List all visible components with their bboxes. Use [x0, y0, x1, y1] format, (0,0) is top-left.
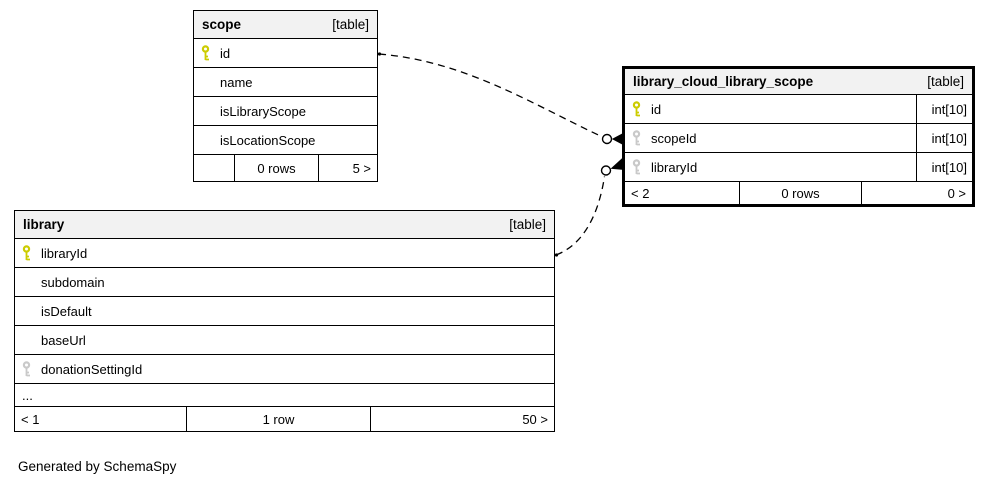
column-row-libraryId: libraryId int[10]	[625, 153, 972, 182]
connector-library-to-lcls	[554, 158, 622, 257]
foreign-key-icon	[22, 361, 41, 377]
column-row-isDefault: isDefault	[15, 297, 554, 326]
column-type: int[10]	[916, 95, 972, 123]
table-scope[interactable]: scope [table] id name isLibraryScope isL…	[193, 10, 378, 182]
footer-children-count: 50 >	[522, 411, 548, 427]
column-name: isLocationScope	[220, 132, 316, 148]
table-type-badge: [table]	[927, 74, 964, 89]
primary-key-icon	[22, 245, 41, 261]
table-name: library_cloud_library_scope	[633, 74, 814, 89]
column-name: isLibraryScope	[220, 103, 306, 119]
table-library[interactable]: library [table] libraryId subdomain isDe…	[14, 210, 555, 432]
column-type: int[10]	[916, 153, 972, 181]
table-header[interactable]: scope [table]	[194, 11, 377, 39]
table-footer: < 2 0 rows 0 >	[625, 182, 972, 204]
column-name: libraryId	[651, 159, 698, 175]
column-type: int[10]	[916, 124, 972, 152]
footer-row-count: 1 row	[187, 407, 371, 431]
column-row-scopeId: scopeId int[10]	[625, 124, 972, 153]
footer-left	[194, 155, 235, 181]
foreign-key-icon	[632, 159, 651, 175]
table-library-cloud-library-scope[interactable]: library_cloud_library_scope [table] id i…	[622, 66, 975, 207]
column-row-libraryId: libraryId	[15, 239, 554, 268]
table-footer: 0 rows 5 >	[194, 155, 377, 181]
primary-key-icon	[201, 45, 220, 61]
primary-key-icon	[632, 101, 651, 117]
column-row-donationSettingId: donationSettingId	[15, 355, 554, 384]
footer-parents-count: < 1	[15, 407, 187, 431]
table-name: scope	[202, 17, 242, 32]
column-row-isLibraryScope: isLibraryScope	[194, 97, 377, 126]
table-type-badge: [table]	[332, 17, 369, 32]
column-row-subdomain: subdomain	[15, 268, 554, 297]
more-columns-ellipsis: ...	[22, 387, 33, 403]
column-row-baseUrl: baseUrl	[15, 326, 554, 355]
column-row-id: id int[10]	[625, 95, 972, 124]
column-name: donationSettingId	[41, 361, 143, 377]
footer-row-count: 0 rows	[740, 182, 862, 204]
column-row-name: name	[194, 68, 377, 97]
table-name: library	[23, 217, 65, 232]
connector-scope-to-lcls	[377, 52, 622, 145]
footer-children-count: 0 >	[947, 185, 966, 201]
column-name: subdomain	[41, 274, 105, 290]
table-header[interactable]: library [table]	[15, 211, 554, 239]
column-name: isDefault	[41, 303, 92, 319]
footer-children-count: 5 >	[352, 160, 371, 176]
column-name: libraryId	[41, 245, 88, 261]
footer-row-count: 0 rows	[235, 155, 319, 181]
column-name: id	[651, 101, 662, 117]
table-footer: < 1 1 row 50 >	[15, 407, 554, 431]
table-type-badge: [table]	[509, 217, 546, 232]
column-name: scopeId	[651, 130, 697, 146]
column-name: baseUrl	[41, 332, 86, 348]
generator-credit: Generated by SchemaSpy	[18, 459, 177, 474]
foreign-key-icon	[632, 130, 651, 146]
table-header[interactable]: library_cloud_library_scope [table]	[625, 69, 972, 95]
column-row-id: id	[194, 39, 377, 68]
footer-parents-count: < 2	[625, 182, 740, 204]
column-row-isLocationScope: isLocationScope	[194, 126, 377, 155]
column-name: id	[220, 45, 231, 61]
column-row-ellipsis: ...	[15, 384, 554, 407]
column-name: name	[220, 74, 253, 90]
